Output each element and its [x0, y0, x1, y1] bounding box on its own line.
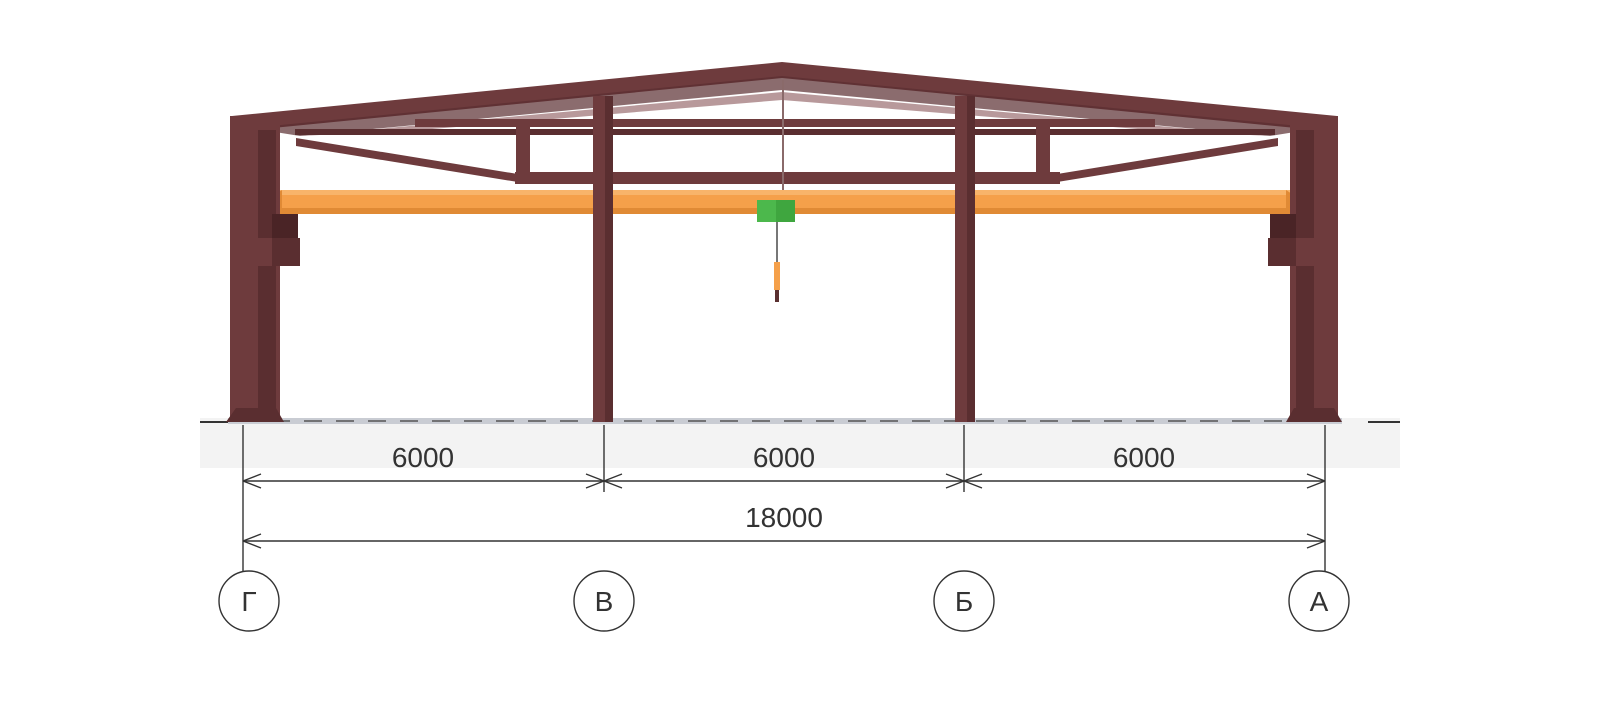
bracket-right [1270, 214, 1296, 238]
axis-label-g: Г [241, 586, 256, 617]
dimension-arrow-icon [585, 473, 623, 489]
column-right-flange [1296, 130, 1314, 422]
circle-axis-marker-icon [218, 570, 280, 632]
bracket-right-lower-shade [1268, 238, 1296, 266]
dim-label-span-1: 6000 [392, 442, 454, 473]
rafter-right [782, 62, 1337, 132]
column-left-flange [258, 130, 276, 422]
hoist-hook [775, 290, 779, 302]
dim-label-span-3: 6000 [1113, 442, 1175, 473]
crane-beam-top-edge [270, 190, 1298, 195]
roof-truss [232, 62, 1337, 200]
bracket-left-lower-shade [272, 238, 300, 266]
hoist-hook-block [774, 262, 780, 290]
dimension-lines: 6000 6000 6000 18000 [242, 425, 1326, 572]
dimension-arrow-icon [242, 473, 262, 489]
bracket-left [272, 214, 298, 238]
lower-chord [515, 172, 1060, 184]
axis-markers: Г В Б А [218, 570, 1350, 632]
strut-left [296, 138, 530, 184]
column-inner-1-shade [605, 96, 613, 422]
dimension-arrow-icon [242, 533, 262, 549]
axis-label-a: А [1310, 586, 1329, 617]
dim-label-total: 18000 [745, 502, 823, 533]
axis-label-v: В [595, 586, 614, 617]
rafter-right-shade [782, 76, 1320, 136]
axis-label-b: Б [955, 586, 973, 617]
truss-post-right [1036, 120, 1050, 182]
truss-post-left [516, 120, 530, 182]
dim-label-span-2: 6000 [753, 442, 815, 473]
hoist [757, 200, 795, 302]
tie-beam-upper [415, 119, 1155, 127]
dimension-arrow-icon [1306, 533, 1326, 549]
ground-shadow [200, 418, 1400, 468]
circle-axis-marker-icon [933, 570, 995, 632]
circle-axis-marker-icon [573, 570, 635, 632]
column-inner-2-shade [967, 96, 975, 422]
hoist-body-shade [776, 200, 795, 222]
circle-axis-marker-icon [1288, 570, 1350, 632]
dimension-arrow-icon [1306, 473, 1326, 489]
tie-beam-middle [295, 129, 1275, 135]
ground [200, 418, 1400, 468]
rafter-left [232, 62, 782, 132]
rafter-left-shade [250, 76, 782, 136]
strut-right [1045, 138, 1278, 184]
dimension-arrow-icon [945, 473, 983, 489]
column-right-base [1286, 408, 1342, 422]
column-left-base [226, 408, 284, 422]
columns [226, 96, 1342, 422]
